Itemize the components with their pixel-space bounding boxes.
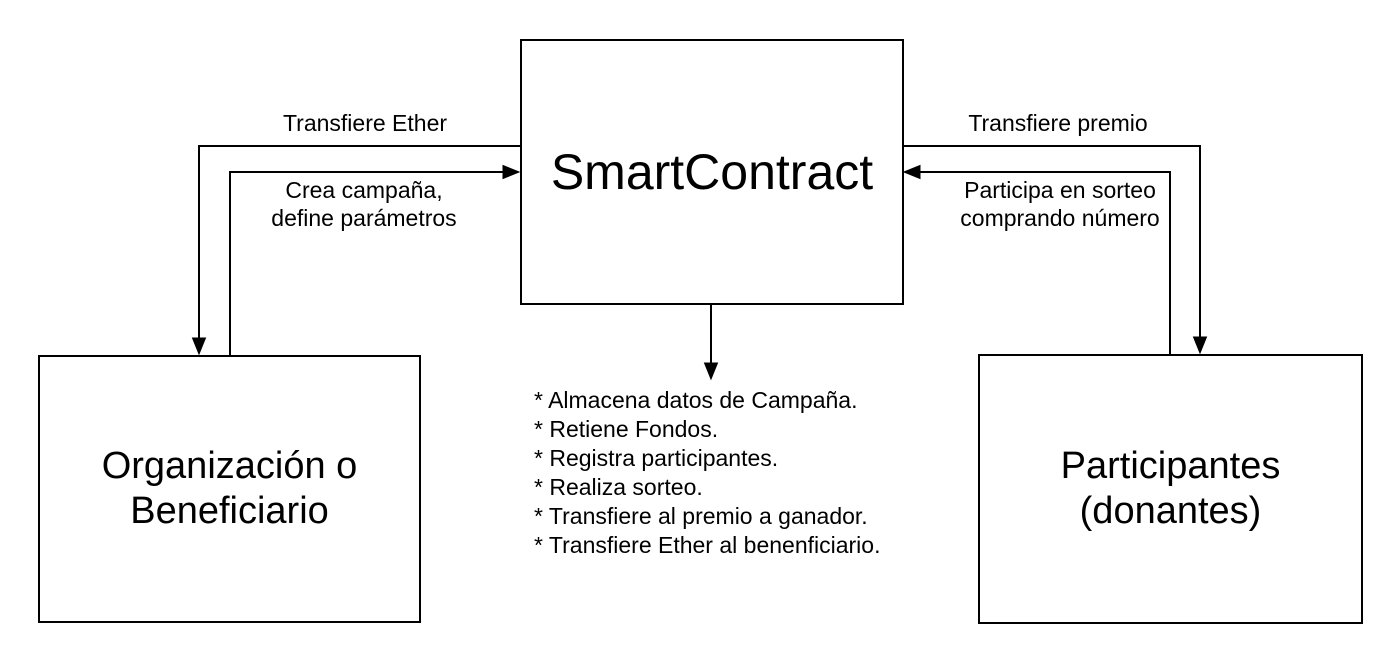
edge-label-crea-campana-line2: define parámetros	[271, 205, 457, 231]
node-organization: Organización o Beneficiario	[38, 355, 421, 623]
edge-label-crea-campana-line1: Crea campaña,	[285, 177, 443, 203]
node-organization-label-line1: Organización o	[101, 445, 358, 487]
node-organization-label-line2: Beneficiario	[130, 490, 329, 532]
edge-label-transfiere-premio: Transfiere premio	[968, 110, 1148, 136]
edge-label-participa-sorteo: Participa en sorteo comprando número	[960, 176, 1159, 232]
arrow-smartcontract-functions	[703, 305, 719, 381]
list-item: * Retiene Fondos.	[534, 416, 719, 442]
node-smartcontract-label: SmartContract	[550, 144, 874, 200]
edge-label-crea-campana: Crea campaña, define parámetros	[271, 176, 456, 232]
edge-label-participa-sorteo-line1: Participa en sorteo	[964, 177, 1156, 203]
edge-label-participa-sorteo-line2: comprando número	[960, 205, 1160, 231]
node-participants: Participantes (donantes)	[978, 354, 1363, 624]
list-item: * Registra participantes.	[534, 445, 779, 471]
list-item: * Realiza sorteo.	[534, 474, 703, 500]
list-item: * Transfiere Ether al benenficiario.	[534, 532, 881, 558]
node-smartcontract: SmartContract	[520, 39, 904, 305]
smartcontract-functions-list: * Almacena datos de Campaña. * Retiene F…	[534, 386, 880, 560]
list-item: * Almacena datos de Campaña.	[534, 387, 858, 413]
node-participants-label-line2: (donantes)	[1079, 490, 1262, 532]
node-participants-label-line1: Participantes	[1060, 445, 1281, 487]
edge-label-transfiere-ether: Transfiere Ether	[282, 110, 448, 136]
list-item: * Transfiere al premio a ganador.	[534, 503, 868, 529]
